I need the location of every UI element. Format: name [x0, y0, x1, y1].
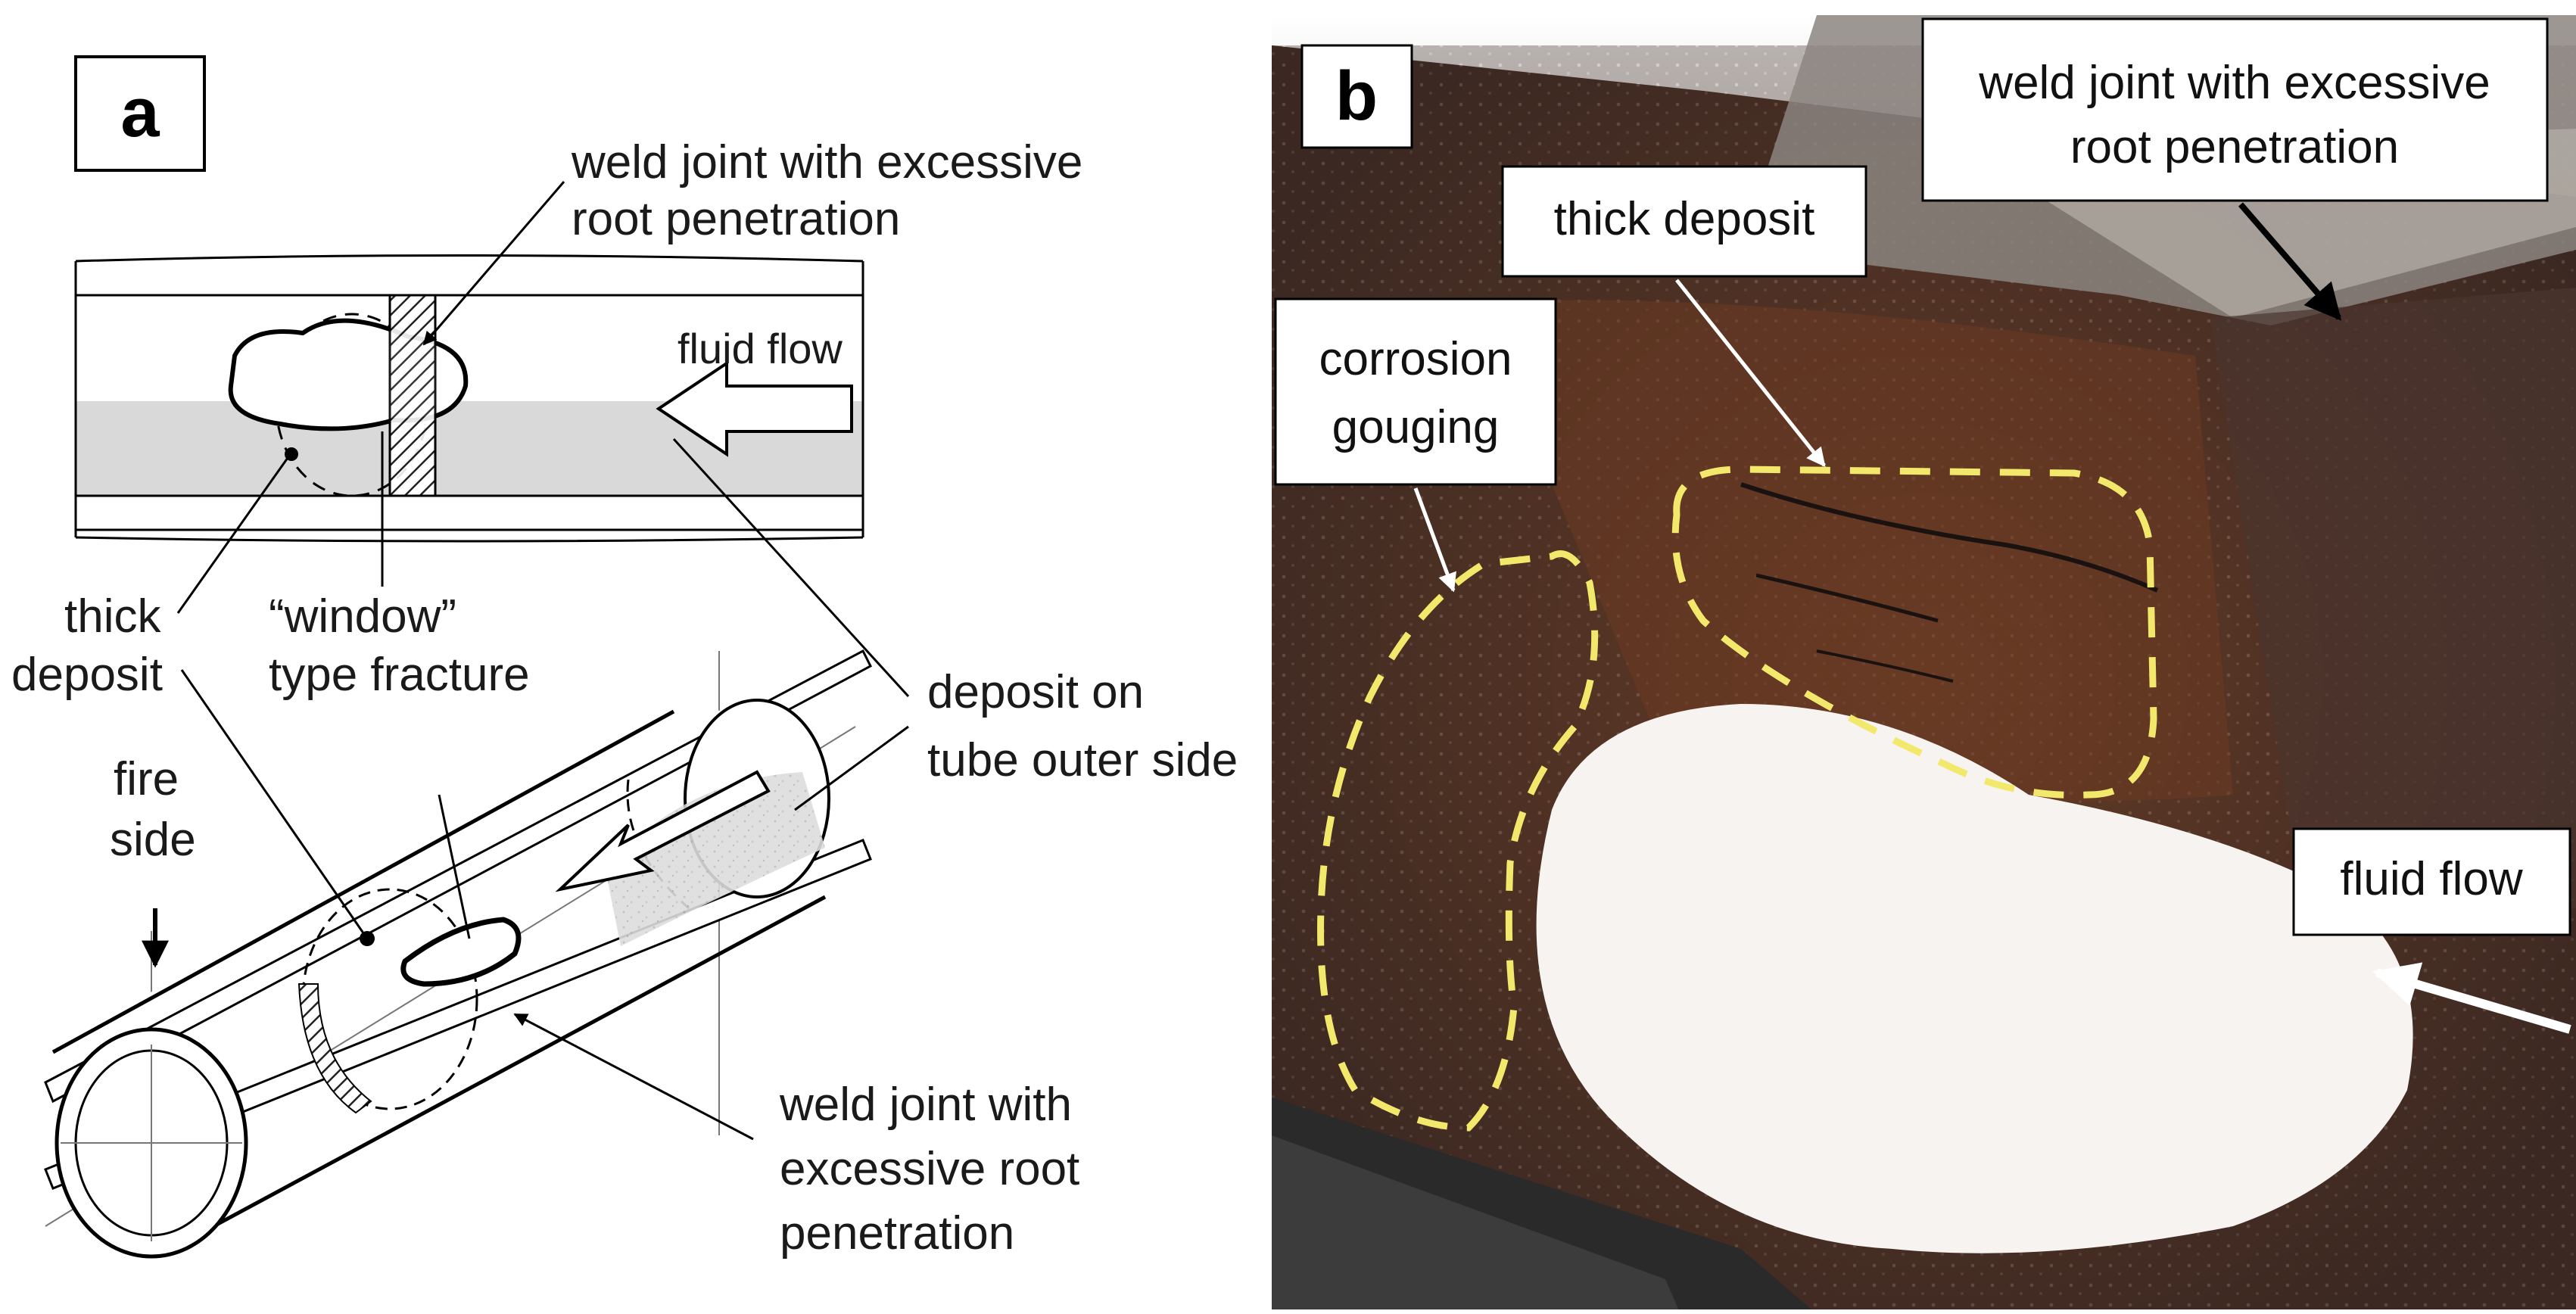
window-fracture-3d: [400, 917, 522, 987]
label-box-corrosion: [1274, 297, 1557, 486]
panel-a-leaders: [142, 181, 910, 1141]
panel-b: b weld joint with excessive root penetra…: [1272, 15, 2576, 1309]
label-thick-2: deposit: [11, 649, 163, 701]
label-outer-1: deposit on: [927, 666, 1144, 718]
tube-3d-view: [44, 649, 872, 1259]
label-fluid-flow-a: fluid flow: [677, 325, 843, 372]
label-weld-b-2: root penetration: [2070, 121, 2399, 173]
panel-a-letter-box: [74, 55, 206, 172]
thick-deposit-dot: [285, 447, 298, 461]
corrosion-gouging-outline: [1317, 550, 1599, 1132]
thick-deposit-outline: [1671, 466, 2157, 799]
label-window-2: type fracture: [269, 649, 530, 701]
label-weld-b-1: weld joint with excessive: [1978, 57, 2490, 109]
fluid-flow-arrow-3d: [555, 770, 771, 892]
panel-b-letter: b: [1335, 58, 1378, 135]
photo-region: [1272, 15, 2576, 1309]
arrow-corrosion-b: [1413, 487, 1456, 593]
arrow-thick-deposit-b: [1675, 279, 1826, 467]
tube-section-view: [74, 254, 864, 543]
label-weld-top-1: weld joint with excessive: [571, 136, 1082, 188]
panel-a-letter: a: [120, 74, 160, 151]
label-corrosion-2: gouging: [1332, 401, 1500, 453]
label-thick-1: thick: [64, 590, 161, 643]
label-corrosion-1: corrosion: [1319, 333, 1512, 385]
label-weld-bottom-2: excessive root: [780, 1143, 1079, 1195]
fluid-flow-arrow: [656, 360, 853, 457]
label-box-thick-deposit: [1501, 165, 1867, 278]
label-weld-bottom-1: weld joint with: [779, 1079, 1072, 1131]
label-box-fluid-flow: [2292, 827, 2571, 936]
label-fire-2: side: [110, 814, 196, 866]
label-weld-top-2: root penetration: [572, 193, 900, 245]
label-thick-deposit-b: thick deposit: [1554, 193, 1815, 245]
outer-deposit: [606, 772, 825, 946]
panel-a-labels: weld joint with excessive root penetrati…: [11, 136, 1238, 1260]
label-outer-2: tube outer side: [927, 734, 1238, 786]
label-fire-1: fire: [114, 753, 179, 805]
panel-a: a: [11, 55, 1238, 1260]
label-box-weld: [1921, 17, 2549, 202]
label-fluid-flow-b: fluid flow: [2340, 853, 2522, 905]
label-weld-bottom-3: penetration: [780, 1207, 1014, 1260]
arrow-weld-b: [2238, 202, 2342, 321]
white-hole: [1536, 704, 2413, 1253]
arrow-fluid-flow-b: [2372, 962, 2571, 1034]
label-window-1: “window”: [269, 590, 456, 643]
panel-b-letter-box: [1300, 44, 1413, 149]
